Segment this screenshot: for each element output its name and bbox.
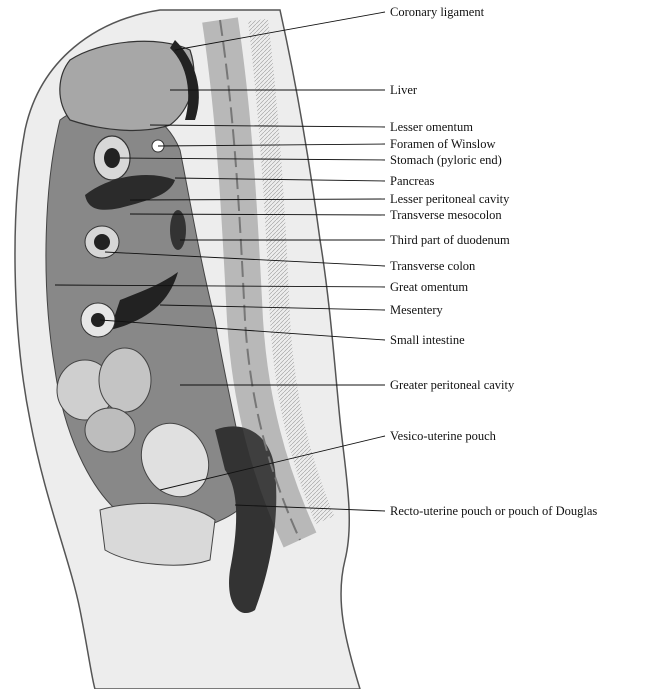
label-foramen-of-winslow: Foramen of Winslow bbox=[390, 137, 496, 151]
stomach-lumen bbox=[104, 148, 120, 168]
label-transverse-colon: Transverse colon bbox=[390, 259, 476, 273]
label-third-part-of-duodenum: Third part of duodenum bbox=[390, 233, 510, 247]
label-coronary-ligament: Coronary ligament bbox=[390, 5, 485, 19]
label-mesentery: Mesentery bbox=[390, 303, 444, 317]
label-small-intestine: Small intestine bbox=[390, 333, 465, 347]
label-stomach-pyloric-end: Stomach (pyloric end) bbox=[390, 153, 502, 167]
label-liver: Liver bbox=[390, 83, 418, 97]
labels: Coronary ligament Liver Lesser omentum F… bbox=[390, 5, 597, 518]
label-recto-uterine-pouch: Recto-uterine pouch or pouch of Douglas bbox=[390, 504, 597, 518]
label-transverse-mesocolon: Transverse mesocolon bbox=[390, 208, 502, 222]
liver bbox=[60, 41, 194, 130]
third-part-of-duodenum bbox=[170, 210, 186, 250]
label-lesser-omentum: Lesser omentum bbox=[390, 120, 473, 134]
label-vesico-uterine-pouch: Vesico-uterine pouch bbox=[390, 429, 497, 443]
label-greater-peritoneal-cavity: Greater peritoneal cavity bbox=[390, 378, 515, 392]
sagittal-section-illustration bbox=[15, 10, 360, 689]
colon-lumen bbox=[94, 234, 110, 250]
pelvic-floor bbox=[100, 503, 215, 565]
label-lesser-peritoneal-cavity: Lesser peritoneal cavity bbox=[390, 192, 510, 206]
label-great-omentum: Great omentum bbox=[390, 280, 468, 294]
label-pancreas: Pancreas bbox=[390, 174, 435, 188]
